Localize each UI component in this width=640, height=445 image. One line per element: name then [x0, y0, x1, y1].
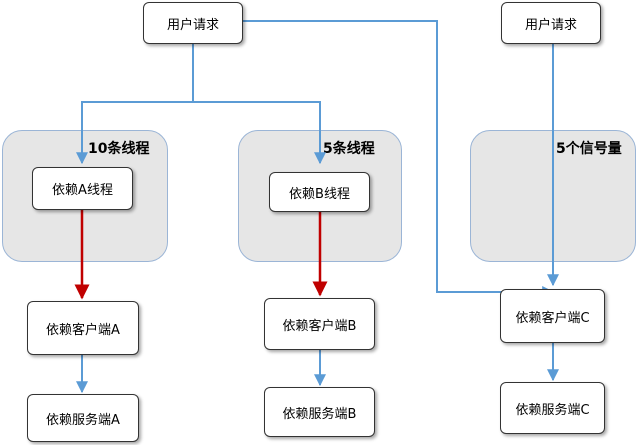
user-request-node-1: 用户请求 — [143, 2, 243, 44]
user-request-node-2: 用户请求 — [501, 2, 601, 44]
edge-request-to-pool-a — [76, 44, 194, 165]
pool-b-label: 5条线程 — [323, 141, 375, 157]
depend-thread-b-node: 依赖B线程 — [269, 172, 370, 212]
server-b-node: 依赖服务端B — [264, 387, 375, 437]
client-c-node: 依赖客户端C — [500, 289, 605, 343]
edge-request-to-client-c — [242, 20, 555, 298]
client-a-node: 依赖客户端A — [27, 301, 139, 355]
edge-request-to-pool-b — [193, 101, 326, 165]
depend-thread-a-node: 依赖A线程 — [32, 167, 133, 210]
server-c-node: 依赖服务端C — [500, 382, 605, 434]
client-b-node: 依赖客户端B — [264, 298, 375, 350]
pool-c-label: 5个信号量 — [556, 141, 622, 157]
pool-a-label: 10条线程 — [88, 141, 150, 157]
server-a-node: 依赖服务端A — [27, 394, 139, 442]
